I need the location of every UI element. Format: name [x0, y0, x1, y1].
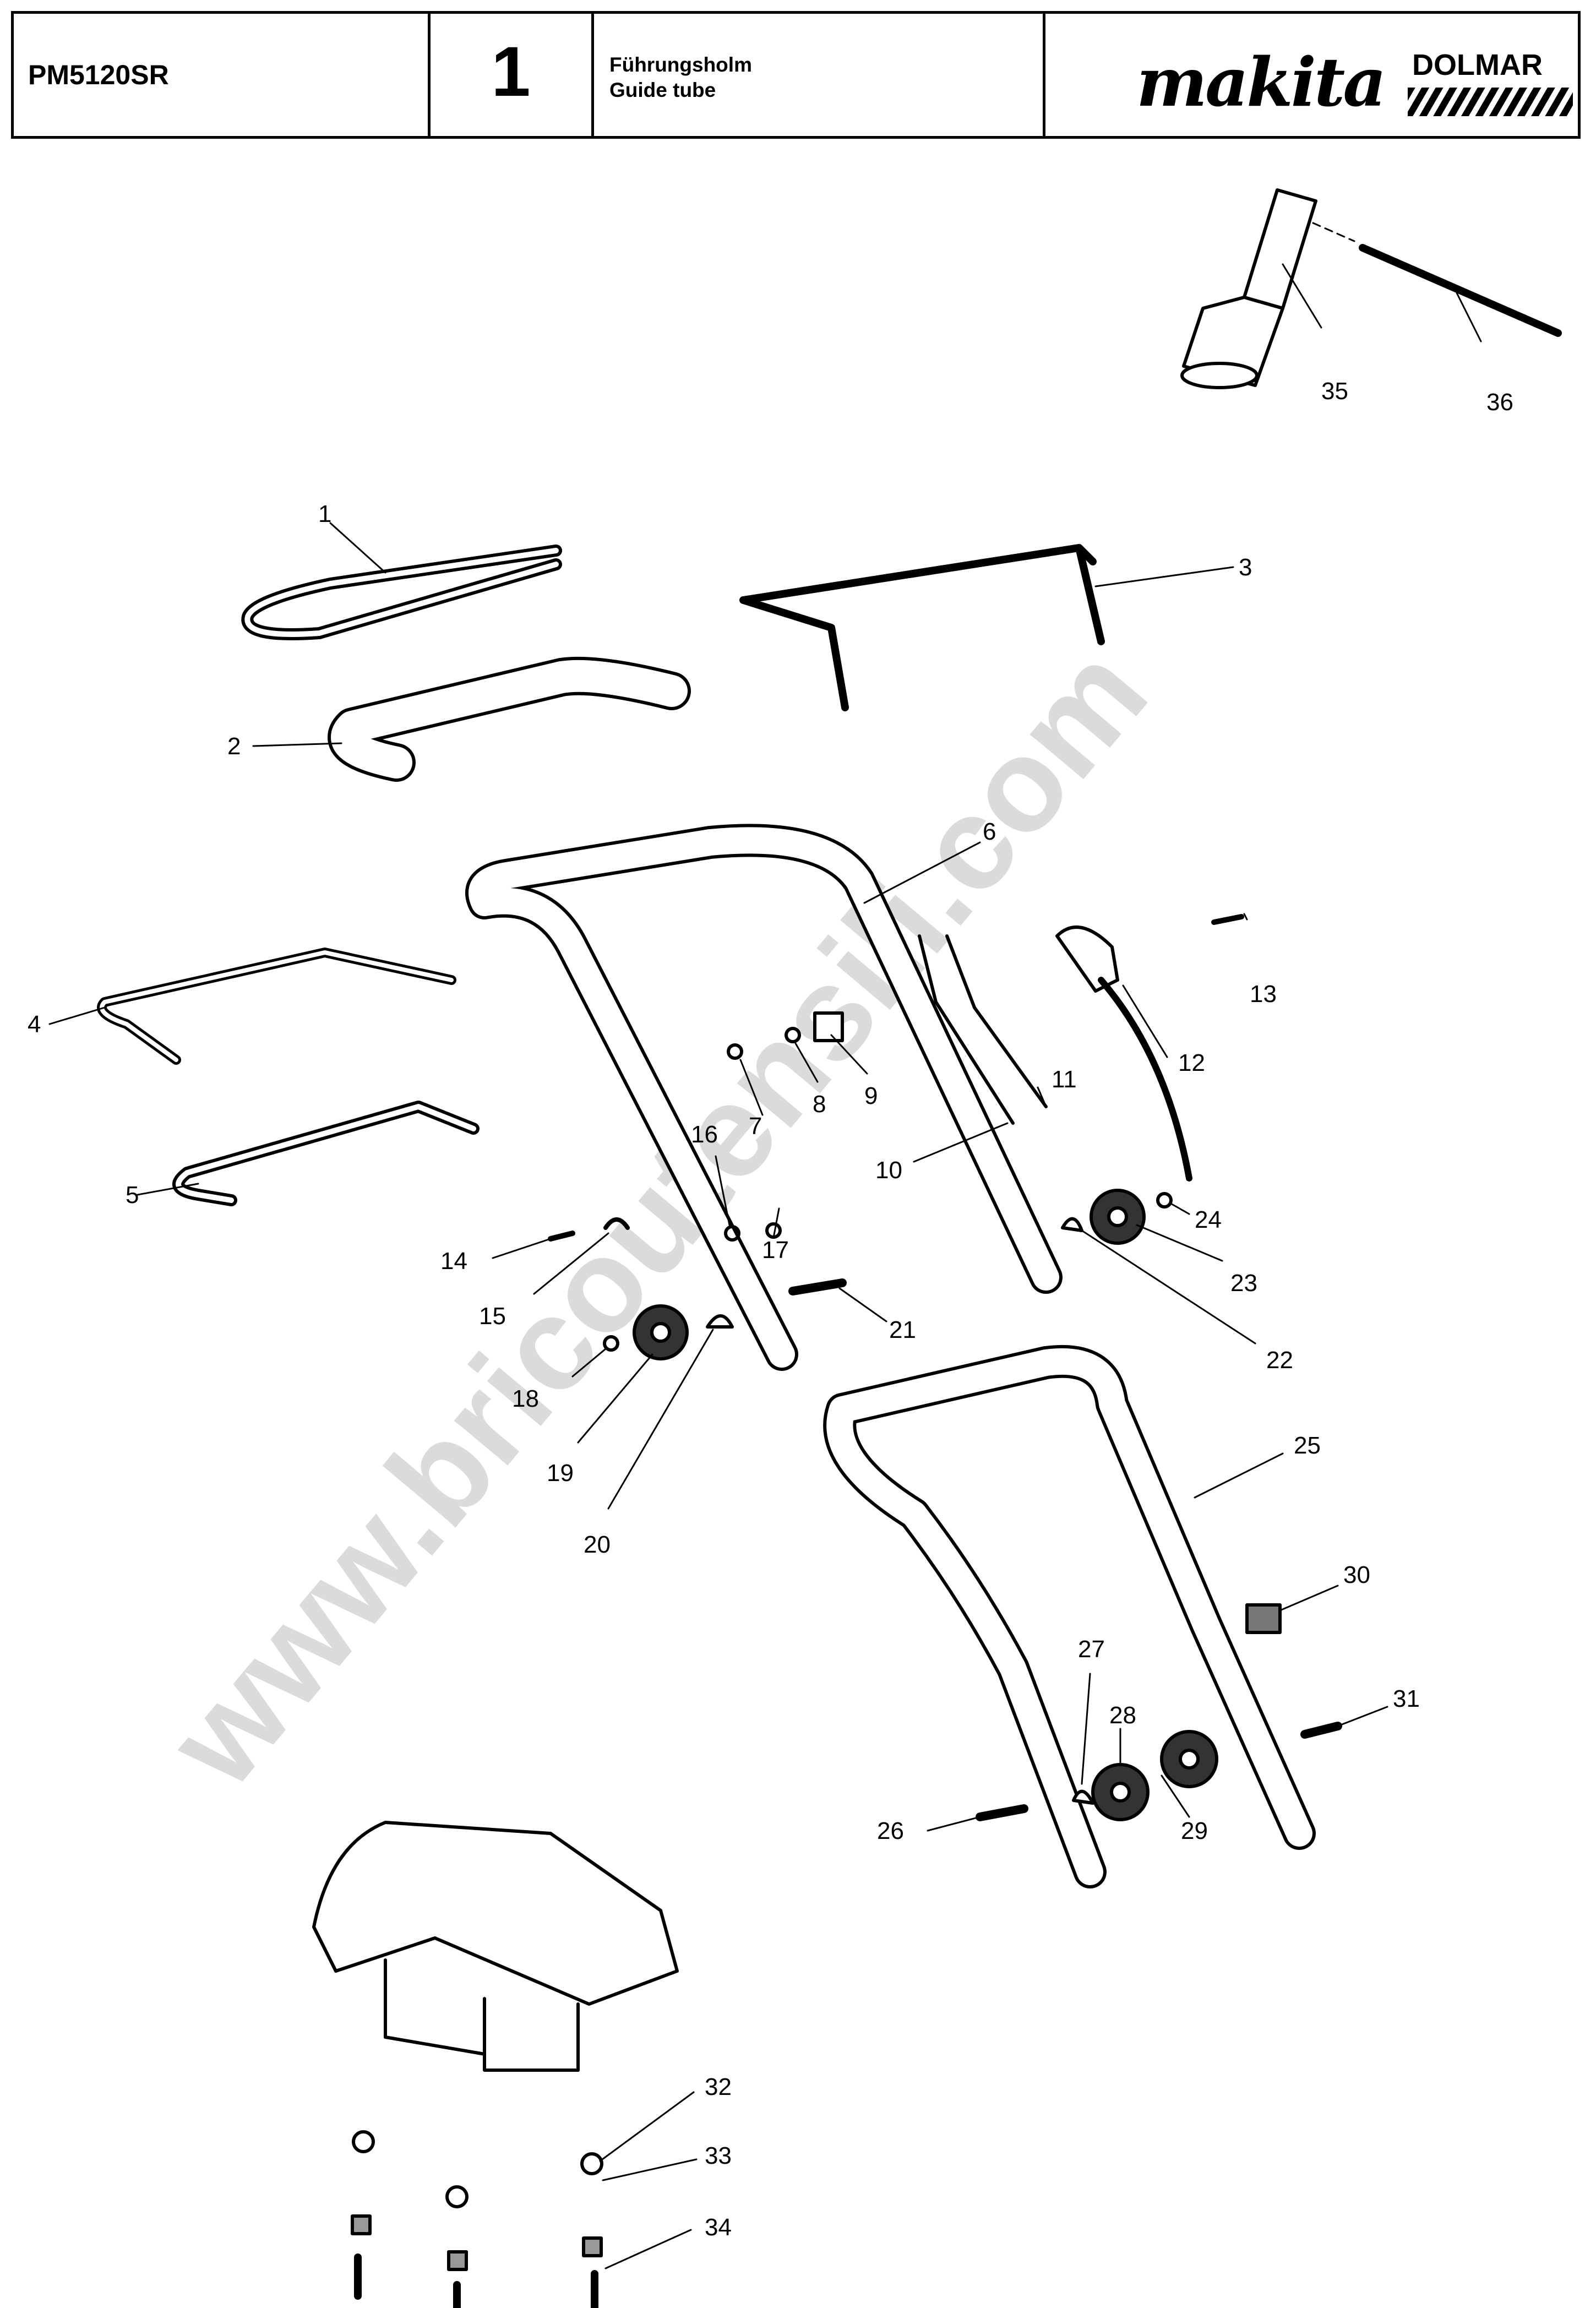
part-23-knob: [1090, 1189, 1146, 1245]
label-23: 23: [1230, 1270, 1257, 1297]
label-32: 32: [705, 2073, 732, 2100]
label-5: 5: [126, 1182, 139, 1209]
part-10-cable: [918, 934, 1015, 1125]
part-16-washer: [724, 1225, 740, 1242]
label-17: 17: [762, 1237, 789, 1264]
part-15-clip: [603, 1217, 630, 1230]
part-12-lever: [1055, 926, 1192, 1182]
title-german: Führungsholm: [609, 53, 752, 76]
makita-logo-text: makita: [1136, 42, 1386, 122]
part-19-knob: [633, 1304, 689, 1360]
label-28: 28: [1109, 1702, 1136, 1729]
part-33-plate-group: [351, 2214, 603, 2271]
label-36: 36: [1486, 389, 1513, 416]
label-3: 3: [1239, 554, 1252, 581]
part-14-screw: [548, 1231, 575, 1242]
label-2: 2: [227, 733, 241, 760]
label-24: 24: [1195, 1206, 1222, 1233]
part-30-clip: [1245, 1603, 1282, 1634]
dolmar-stripes: [1408, 88, 1573, 116]
part-11-cable: [945, 934, 1048, 1108]
part-27-cap: [1072, 1789, 1094, 1805]
label-27: 27: [1078, 1636, 1105, 1663]
part-22-cap: [1061, 1217, 1083, 1232]
part-32-nut-group: [352, 2130, 603, 2208]
label-11: 11: [1052, 1066, 1077, 1093]
part-20-cap: [706, 1314, 734, 1329]
makita-logo: makita: [1131, 36, 1386, 122]
part-35-socket-wrench: [1180, 188, 1317, 389]
title-cell: Führungsholm Guide tube: [594, 14, 1045, 136]
model-number: PM5120SR: [28, 59, 169, 90]
dolmar-logo: DOLMAR: [1402, 36, 1578, 122]
label-30: 30: [1343, 1561, 1370, 1588]
label-33: 33: [705, 2142, 732, 2169]
label-29: 29: [1181, 1817, 1208, 1844]
label-22: 22: [1266, 1347, 1293, 1374]
title-block: PM5120SR 1 Führungsholm Guide tube makit…: [11, 11, 1581, 139]
leader-lines: [48, 263, 1482, 2269]
part-31-bolt: [1300, 1722, 1342, 1739]
label-9: 9: [864, 1082, 878, 1109]
part-labels: 1 2 3 4 5 6 7 8 9 10 11 12 13 14 15 16 1…: [28, 378, 1513, 2241]
part-29-knob: [1160, 1730, 1218, 1788]
label-26: 26: [877, 1817, 904, 1844]
part-8-washer: [785, 1027, 801, 1043]
part-21-bolt: [788, 1278, 847, 1295]
label-21: 21: [889, 1316, 916, 1343]
label-35: 35: [1321, 378, 1348, 405]
label-1: 1: [318, 500, 331, 527]
part-36-rod: [1359, 244, 1562, 337]
label-25: 25: [1294, 1432, 1321, 1459]
label-10: 10: [875, 1157, 902, 1184]
part-26-bolt: [976, 1804, 1028, 1821]
label-15: 15: [479, 1303, 506, 1330]
label-34: 34: [705, 2214, 732, 2241]
label-12: 12: [1178, 1049, 1205, 1076]
label-18: 18: [512, 1385, 539, 1412]
part-34-bolt-group: [354, 2253, 598, 2308]
label-14: 14: [440, 1248, 467, 1275]
part-9-clamp: [813, 1011, 844, 1042]
label-20: 20: [584, 1531, 611, 1558]
part-28-knob: [1091, 1763, 1150, 1821]
label-6: 6: [983, 818, 996, 845]
dolmar-logo-text: DOLMAR: [1412, 48, 1543, 81]
part-7-nut: [727, 1043, 743, 1060]
label-8: 8: [813, 1091, 826, 1118]
label-4: 4: [28, 1011, 41, 1038]
label-7: 7: [749, 1113, 762, 1140]
label-31: 31: [1393, 1685, 1420, 1712]
part-24-nut: [1156, 1192, 1173, 1209]
label-16: 16: [691, 1121, 718, 1148]
mower-deck: [312, 1821, 679, 2072]
label-13: 13: [1250, 981, 1277, 1008]
model-cell: PM5120SR: [14, 14, 431, 136]
page-number-cell: 1: [431, 14, 594, 136]
label-19: 19: [547, 1460, 574, 1487]
title-english: Guide tube: [609, 79, 716, 101]
page-number: 1: [491, 32, 531, 111]
part-5-bar: [172, 1101, 480, 1206]
part-13-screw: [1211, 914, 1244, 925]
part-3-bracket: [739, 544, 1105, 711]
part-18-nut: [603, 1335, 619, 1352]
logo-cell: makita DOLMAR: [1045, 14, 1578, 136]
